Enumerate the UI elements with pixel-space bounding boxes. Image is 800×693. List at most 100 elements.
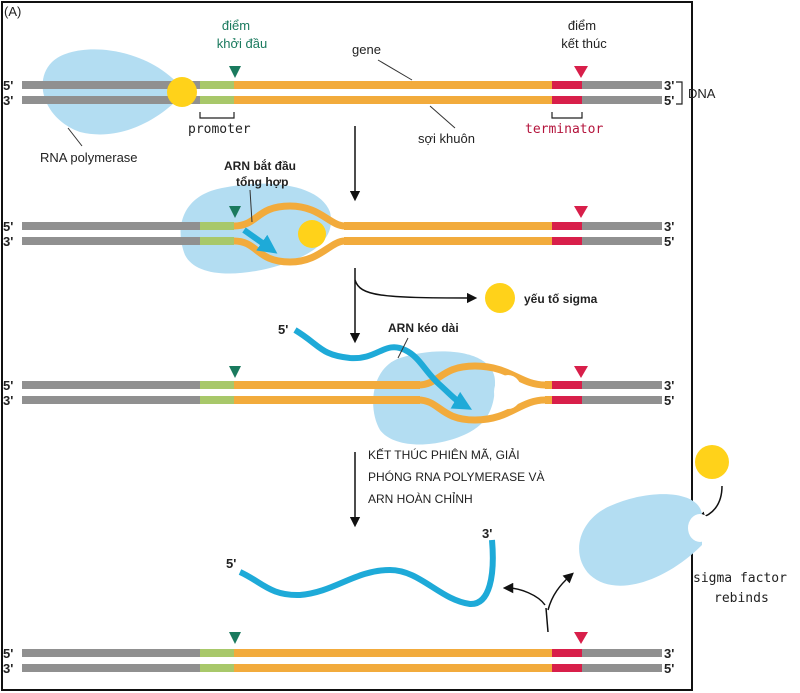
termination-label-line1: KẾT THÚC PHIÊN MÃ, GIẢI	[368, 447, 520, 462]
promoter-region-top	[200, 381, 234, 389]
three-prime-end-label: 3'	[3, 234, 13, 249]
termination-label-line2: PHÓNG RNA POLYMERASE VÀ	[368, 469, 545, 484]
three-prime-end-label: 3'	[664, 219, 674, 234]
end-point-marker	[574, 632, 588, 644]
gene-region-top	[234, 81, 552, 89]
start-point-label-line1: điểm	[222, 18, 250, 33]
gene-label: gene	[352, 42, 381, 57]
dna-strand-top	[22, 381, 200, 389]
start-point-marker	[229, 206, 241, 218]
terminator-region-bottom	[552, 664, 582, 672]
sigma-factor-released	[485, 283, 515, 313]
gene-region-top	[234, 381, 420, 389]
start-point-marker	[229, 632, 241, 644]
gene-region-top-end	[545, 381, 552, 389]
three-prime-end-label: 3'	[664, 78, 674, 93]
transcription-bubble-top	[233, 202, 346, 230]
three-prime-end-label: 3'	[3, 661, 13, 676]
completed-rna	[238, 539, 496, 607]
terminator-region-bottom	[552, 396, 582, 404]
terminator-region-top	[552, 381, 582, 389]
template-strand-label: sợi khuôn	[418, 131, 475, 146]
gene-region-top	[344, 222, 552, 230]
dna-label: DNA	[688, 86, 716, 101]
polymerase-release-arrow	[502, 582, 546, 606]
promoter-region-bottom	[200, 664, 234, 672]
terminator-region-bottom	[552, 96, 582, 104]
rna-polymerase-shape	[42, 49, 186, 135]
five-prime-end-label: 5'	[3, 378, 13, 393]
gene-region-bottom	[234, 96, 552, 104]
dna-strand-top	[22, 222, 200, 230]
termination-label-line3: ARN HOÀN CHỈNH	[368, 491, 473, 506]
sigma-rebinds-label-line1: sigma factor	[693, 571, 787, 586]
rna-start-label-line1: ARN bắt đầu	[224, 158, 296, 173]
sigma-factor-bound	[298, 220, 326, 248]
rna-polymerase-label: RNA polymerase	[40, 150, 138, 165]
five-prime-end-label: 5'	[664, 393, 674, 408]
promoter-region-top	[200, 222, 234, 230]
rna-five-prime-label: 5'	[278, 322, 288, 337]
polymerase-return-arrow	[547, 572, 574, 611]
terminator-region-top	[552, 81, 582, 89]
terminator-bracket	[551, 112, 583, 119]
gene-region-bottom	[344, 237, 552, 245]
dna-strand-top-right	[582, 222, 662, 230]
dna-strand-bottom-right	[582, 237, 662, 245]
end-point-marker	[574, 66, 588, 78]
three-prime-end-label: 3'	[664, 378, 674, 393]
promoter-region-bottom	[200, 396, 234, 404]
nascent-rna	[242, 227, 278, 254]
sigma-factor-free	[695, 445, 729, 479]
five-prime-end-label: 5'	[664, 661, 674, 676]
rna-polymerase-free	[579, 494, 702, 586]
promoter-bracket	[199, 112, 235, 119]
end-point-label-line2: kết thúc	[561, 36, 607, 51]
sigma-rebinds-label-line2: rebinds	[714, 591, 769, 606]
dna-strand-bottom	[22, 396, 200, 404]
three-prime-end-label: 3'	[3, 93, 13, 108]
promoter-region-top	[200, 81, 234, 89]
dna-bracket	[676, 81, 683, 105]
end-point-marker	[574, 366, 588, 378]
promoter-label: promoter	[188, 122, 251, 137]
transcription-bubble-bottom	[417, 396, 546, 424]
polymerase-cleft	[494, 375, 522, 409]
rna-polymerase-leader-line	[67, 127, 83, 147]
terminator-region-bottom	[552, 237, 582, 245]
five-prime-end-label: 5'	[3, 78, 13, 93]
end-point-marker	[574, 206, 588, 218]
dna-strand-bottom	[22, 237, 200, 245]
stage-2-rna-synthesis-start: 5' 3' 3' 5' ARN bắt đầu tổng hợp	[3, 158, 674, 274]
start-point-label-line2: khởi đầu	[217, 36, 267, 51]
elongating-rna	[293, 327, 473, 410]
start-point-marker	[229, 66, 241, 78]
stage-1-initiation: 5' 3' 3' 5' điểm khởi đầu điểm kết thúc …	[3, 18, 716, 165]
gene-region-top	[234, 649, 552, 657]
rna-elongation-leader-line	[397, 337, 409, 359]
start-point-marker	[229, 366, 241, 378]
three-prime-end-label: 3'	[3, 393, 13, 408]
gene-leader-line	[377, 59, 413, 81]
rna-elongation-label: ARN kéo dài	[388, 321, 459, 335]
transcription-bubble-bottom	[233, 237, 346, 266]
five-prime-end-label: 5'	[3, 646, 13, 661]
sigma-factor-label: yếu tố sigma	[524, 292, 598, 306]
promoter-region-bottom	[200, 237, 234, 245]
sigma-release-arrow	[354, 279, 478, 304]
panel-frame	[1, 1, 693, 691]
five-prime-end-label: 5'	[664, 234, 674, 249]
end-point-label-line1: điểm	[568, 18, 596, 33]
polymerase-cleft	[688, 514, 712, 542]
sigma-rebind-arrow	[694, 485, 723, 522]
promoter-region-bottom	[200, 96, 234, 104]
dna-strand-bottom-right	[582, 396, 662, 404]
sigma-factor-bound	[167, 77, 197, 107]
stage-4-termination: sigma factor rebinds 5' 3' 5' 3' 3' 5'	[3, 445, 787, 676]
stage-3-elongation: 5' ARN kéo dài 5' 3' 3' 5'	[3, 321, 674, 445]
terminator-region-top	[552, 222, 582, 230]
rna-start-label-line2: tổng hợp	[236, 175, 289, 189]
gene-region-bottom	[234, 396, 420, 404]
promoter-region-top	[200, 649, 234, 657]
